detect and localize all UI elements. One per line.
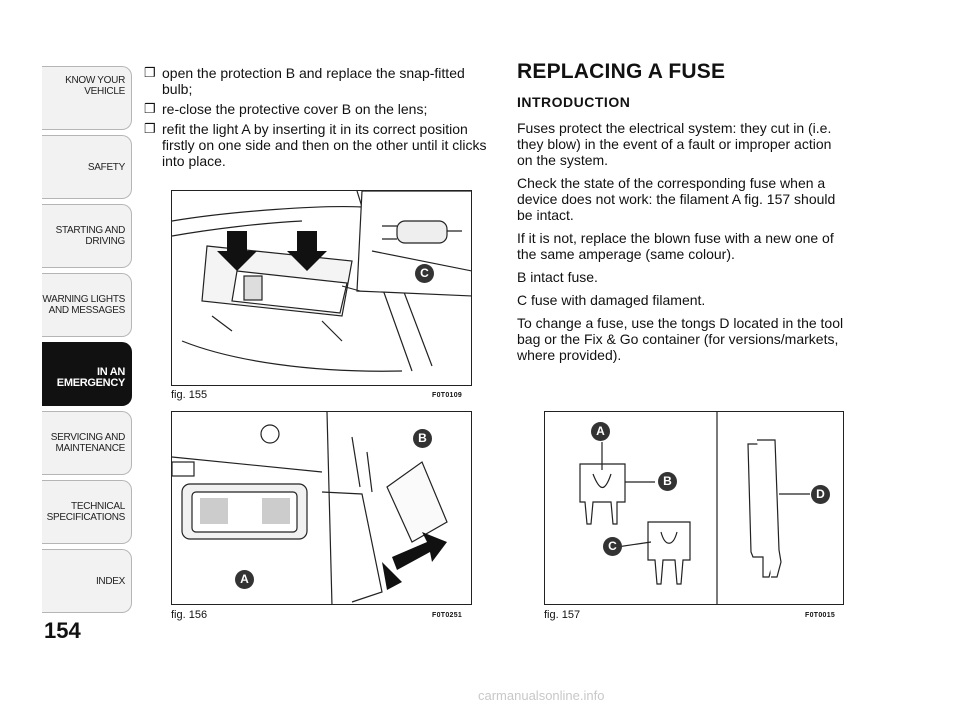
page-number: 154: [44, 618, 81, 643]
tab-technical-specifications[interactable]: TECHNICAL SPECIFICATIONS: [42, 480, 132, 544]
tab-label: VEHICLE: [84, 86, 125, 97]
tab-label: DRIVING: [85, 236, 125, 247]
bullet-box-icon: ❒: [144, 101, 156, 116]
bullet-box-icon: ❒: [144, 65, 156, 80]
bullet-text: open the protection B and replace the sn…: [162, 65, 465, 97]
bullet-text: refit the light A by inserting it in its…: [162, 121, 487, 169]
callout-d: D: [811, 485, 830, 504]
callout-b: B: [658, 472, 677, 491]
tab-label: WARNING LIGHTS: [42, 294, 125, 305]
figure-code: F0T0251: [432, 612, 463, 619]
callout-a: A: [235, 570, 254, 589]
callout-c: C: [415, 264, 434, 283]
figure-157: A B C D: [544, 411, 844, 605]
tab-in-an-emergency[interactable]: IN AN EMERGENCY: [42, 342, 132, 406]
callout-a: A: [591, 422, 610, 441]
figure-caption: fig. 157: [544, 609, 581, 621]
tab-label: STARTING AND: [55, 225, 126, 236]
section-subheading: INTRODUCTION: [517, 94, 631, 110]
tab-label: KNOW YOUR: [65, 75, 125, 86]
paragraph: If it is not, replace the blown fuse wit…: [517, 230, 834, 262]
tab-servicing-and-maintenance[interactable]: SERVICING AND MAINTENANCE: [42, 411, 132, 475]
figure-code: F0T0015: [805, 612, 836, 619]
figure-code: F0T0109: [432, 392, 463, 399]
tab-label: SERVICING AND: [50, 432, 126, 443]
bullet-text: re-close the protective cover B on the l…: [162, 101, 428, 117]
paragraph: Fuses protect the electrical system: the…: [517, 120, 832, 168]
tab-starting-and-driving[interactable]: STARTING AND DRIVING: [42, 204, 132, 268]
bullet-item: ❒ open the protection B and replace the …: [144, 65, 496, 97]
light-cover-illustration: [172, 412, 448, 604]
dome-light-illustration: [172, 191, 471, 372]
paragraph: C fuse with damaged filament.: [517, 292, 706, 308]
figure-caption: fig. 155: [171, 389, 208, 401]
callout-b: B: [413, 429, 432, 448]
right-column: REPLACING A FUSE INTRODUCTION Fuses prot…: [517, 60, 847, 370]
tab-label: EMERGENCY: [56, 377, 126, 389]
left-column: ❒ open the protection B and replace the …: [144, 65, 496, 173]
figure-156: B A: [171, 411, 472, 605]
watermark-footer: carmanualsonline.info: [478, 688, 605, 703]
tab-label: AND MESSAGES: [48, 305, 126, 316]
tab-label: SAFETY: [87, 162, 125, 173]
bullet-item: ❒ re-close the protective cover B on the…: [144, 101, 496, 117]
tab-know-your-vehicle[interactable]: KNOW YOUR VEHICLE: [42, 66, 132, 130]
tab-warning-lights-and-messages[interactable]: WARNING LIGHTS AND MESSAGES: [42, 273, 132, 337]
tab-label: INDEX: [95, 576, 125, 587]
tab-label: MAINTENANCE: [55, 443, 126, 454]
fuse-illustration: [579, 412, 810, 604]
figure-caption: fig. 156: [171, 609, 208, 621]
paragraph: To change a fuse, use the tongs D locate…: [517, 315, 844, 363]
figure-155: C: [171, 190, 472, 386]
tab-label: IN AN: [96, 366, 125, 378]
bullet-item: ❒ refit the light A by inserting it in i…: [144, 121, 496, 169]
tab-safety[interactable]: SAFETY: [42, 135, 132, 199]
tab-label: SPECIFICATIONS: [46, 512, 126, 523]
bullet-box-icon: ❒: [144, 121, 156, 136]
tab-index[interactable]: INDEX: [42, 549, 132, 613]
paragraph: Check the state of the corresponding fus…: [517, 175, 836, 223]
paragraph: B intact fuse.: [517, 269, 598, 285]
section-heading: REPLACING A FUSE: [517, 60, 726, 83]
tab-label: TECHNICAL: [71, 501, 125, 512]
callout-c: C: [603, 537, 622, 556]
